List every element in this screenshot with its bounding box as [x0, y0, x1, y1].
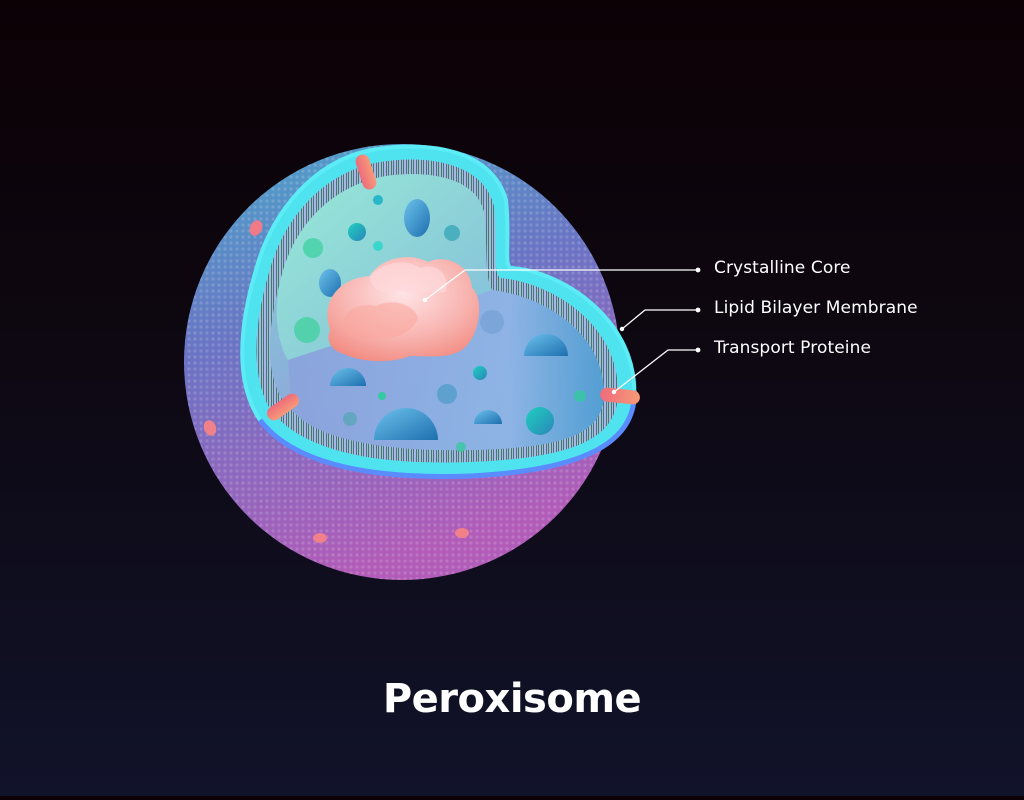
crystalline-core — [327, 257, 480, 362]
leader-lines — [424, 269, 697, 393]
label-transport-proteine: Transport Proteine — [714, 338, 872, 358]
leader-dots — [422, 267, 701, 395]
diagram-title: Peroxisome — [382, 676, 642, 722]
leader-transport-proteine — [613, 349, 697, 393]
label-lipid-bilayer-membrane: Lipid Bilayer Membrane — [714, 298, 918, 318]
vesicles — [294, 195, 586, 452]
label-crystalline-core: Crystalline Core — [714, 258, 851, 278]
leader-lipid-bilayer — [621, 309, 697, 330]
leader-crystalline-core — [424, 269, 697, 301]
transport-proteins — [266, 154, 640, 421]
